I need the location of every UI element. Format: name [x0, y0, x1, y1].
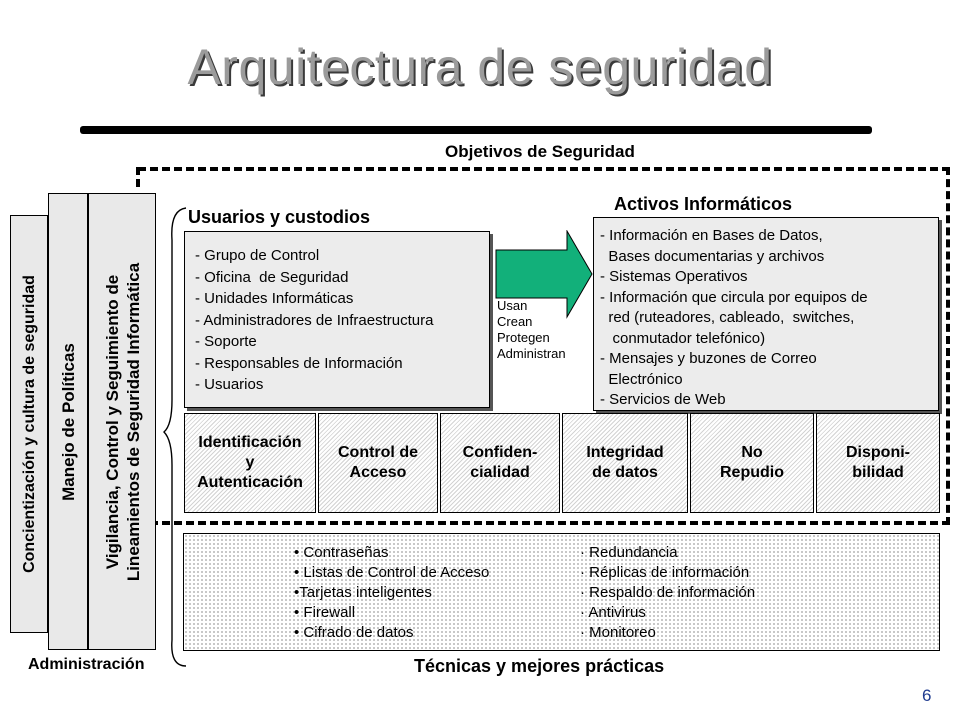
monitoring-label: Vigilancia, Control y Seguimiento de Lin…: [102, 202, 144, 642]
techniques-left-list: • Contraseñas • Listas de Control de Acc…: [294, 543, 489, 643]
slide-title: Arquitectura de seguridad: [187, 39, 773, 95]
assets-item: red (ruteadores, cableado, switches,: [600, 309, 855, 326]
objective-line: cialidad: [470, 464, 530, 481]
users-heading: Usuarios y custodios: [188, 207, 371, 227]
page-number: 6: [922, 686, 932, 705]
policy-label: Manejo de Políticas: [59, 343, 78, 501]
flow-arrow-icon: [495, 230, 593, 319]
techniques-box: • Contraseñas • Listas de Control de Acc…: [183, 533, 940, 651]
verb-protegen: Protegen: [497, 330, 550, 345]
technique-item: • Listas de Control de Acceso: [294, 564, 490, 581]
users-item: - Grupo de Control: [195, 247, 320, 264]
objectives-frame: [138, 167, 950, 525]
objective-line: No: [741, 444, 763, 461]
objective-line: Autenticación: [197, 474, 303, 491]
objective-line: Repudio: [720, 464, 784, 481]
title-divider: [80, 126, 872, 134]
technique-item: • Cifrado de datos: [294, 624, 414, 641]
objective-line: y: [245, 454, 255, 471]
objective-non-repudiation: No Repudio: [690, 413, 814, 513]
administration-label: Administración: [28, 656, 145, 673]
users-item: - Responsables de Información: [195, 354, 403, 372]
monitoring-column: Vigilancia, Control y Seguimiento de Lin…: [88, 193, 156, 650]
users-item: - Unidades Informáticas: [195, 290, 354, 307]
arrow-verbs: Usan Crean Protegen Administran: [497, 298, 566, 362]
technique-item: · Monitoreo: [580, 624, 656, 641]
users-item: - Soporte: [195, 333, 257, 350]
objective-integrity: Integridad de datos: [562, 413, 688, 513]
users-box: - Grupo de Control - Oficina de Segurida…: [184, 231, 490, 408]
objective-line: de datos: [592, 464, 658, 481]
objective-availability: Disponi- bilidad: [816, 413, 940, 513]
technique-item: · Réplicas de información: [580, 564, 750, 581]
objective-line: Disponi-: [846, 444, 910, 461]
assets-item: conmutador telefónico): [600, 329, 766, 347]
verb-usan: Usan: [497, 298, 528, 313]
users-item: - Administradores de Infraestructura: [195, 311, 434, 329]
assets-item: Electrónico: [600, 370, 683, 388]
technique-item: •Tarjetas inteligentes: [294, 584, 432, 601]
monitoring-label-line1: Vigilancia, Control y Seguimiento de: [103, 274, 122, 570]
techniques-heading: Técnicas y mejores prácticas: [414, 656, 665, 676]
objective-line: Acceso: [349, 464, 407, 481]
assets-item: - Información en Bases de Datos,: [600, 227, 823, 244]
assets-item: Bases documentarias y archivos: [600, 247, 825, 265]
assets-item: - Información que circula por equipos de: [600, 288, 868, 306]
objective-identification: Identificación y Autenticación: [184, 413, 316, 513]
verb-administran: Administran: [497, 346, 566, 361]
technique-item: • Contraseñas: [294, 544, 389, 561]
users-item: - Usuarios: [195, 376, 264, 393]
technique-item: · Redundancia: [580, 544, 678, 561]
assets-heading: Activos Informáticos: [614, 194, 793, 214]
technique-item: • Firewall: [294, 604, 356, 621]
objective-line: Confiden-: [462, 444, 538, 461]
objective-line: Integridad: [586, 444, 664, 461]
grouping-brace: [162, 207, 187, 667]
policy-column: Manejo de Políticas: [48, 193, 88, 650]
technique-item: · Antivirus: [580, 604, 646, 621]
assets-box: - Información en Bases de Datos, Bases d…: [593, 217, 939, 411]
objectives-frame-left-edge: [136, 167, 140, 187]
awareness-label: Concientización y cultura de seguridad: [21, 275, 38, 573]
awareness-column: Concientización y cultura de seguridad: [10, 215, 48, 633]
assets-item: - Servicios de Web: [600, 391, 726, 408]
users-item: - Oficina de Seguridad: [195, 268, 349, 286]
technique-item: · Respaldo de información: [580, 584, 756, 601]
objective-line: Control de: [338, 444, 418, 461]
assets-item: - Sistemas Operativos: [600, 268, 748, 285]
objectives-heading: Objetivos de Seguridad: [445, 142, 635, 161]
objective-access-control: Control de Acceso: [318, 413, 438, 513]
monitoring-label-line2: Lineamientos de Seguridad Informática: [124, 262, 143, 582]
objective-line: Identificación: [198, 434, 302, 451]
techniques-right-list: · Redundancia · Réplicas de información …: [580, 543, 755, 643]
objective-line: bilidad: [852, 464, 904, 481]
verb-crean: Crean: [497, 314, 533, 329]
assets-item: - Mensajes y buzones de Correo: [600, 350, 817, 367]
objective-confidentiality: Confiden- cialidad: [440, 413, 560, 513]
